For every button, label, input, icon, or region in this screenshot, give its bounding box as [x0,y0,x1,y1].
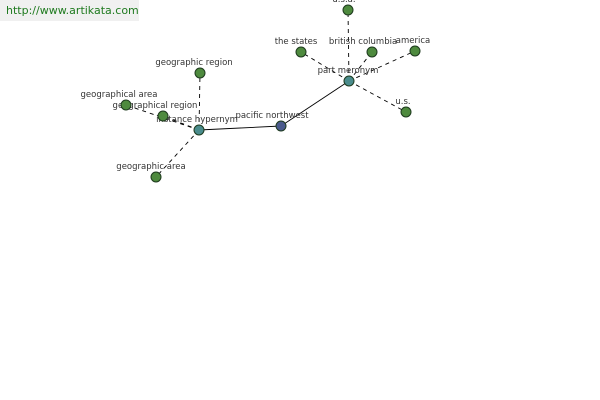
edge-instance-hypernym-to-geographical-area [125,104,200,131]
edge-instance-hypernym-to-geographical-region [162,115,200,131]
node-label-the-states: the states [275,37,318,47]
node-usa[interactable] [342,4,354,16]
edge-part-meronym-to-british-columbia [348,51,373,82]
node-label-usa: u.s.a. [332,0,355,5]
node-geographical-region[interactable] [157,110,169,122]
node-label-pacific-northwest: pacific northwest [235,111,309,121]
node-label-geographic-area: geographic area [116,162,185,172]
node-label-geographical-region: geographical region [113,101,198,111]
edge-pacific-northwest-to-part-meronym [280,80,350,127]
node-british-columbia[interactable] [366,46,378,58]
node-part-meronym[interactable] [343,75,355,87]
nodes-layer [120,4,421,183]
node-geographic-region-top[interactable] [194,67,206,79]
node-geographical-area[interactable] [120,99,132,111]
node-us[interactable] [400,106,412,118]
edge-part-meronym-to-the-states [300,51,350,82]
node-pacific-northwest[interactable] [275,120,287,132]
edge-instance-hypernym-to-geographic-area [155,129,200,178]
edges-layer [125,9,416,178]
node-the-states[interactable] [295,46,307,58]
node-geographic-area[interactable] [150,171,162,183]
edge-part-meronym-to-us [348,80,407,113]
node-label-america: america [396,36,430,46]
edge-part-meronym-to-usa [347,9,350,82]
node-label-us: u.s. [395,97,410,107]
labels-layer: pacific northwest part meronym instance hy… [81,0,431,172]
edge-instance-hypernym-to-geographic-region-top [198,72,201,131]
node-label-geographical-area: geographical area [81,90,158,100]
edge-pacific-northwest-to-instance-hypernym [198,125,282,131]
node-label-part-meronym: part meronym [318,66,379,76]
node-instance-hypernym[interactable] [193,124,205,136]
node-label-british-columbia: british columbia [329,37,397,47]
node-label-geographic-region-top: geographic region [155,58,232,68]
node-label-instance-hypernym: instance hypernym [156,115,238,125]
source-url-link[interactable]: http://www.artikata.com [0,0,139,21]
node-america[interactable] [409,45,421,57]
